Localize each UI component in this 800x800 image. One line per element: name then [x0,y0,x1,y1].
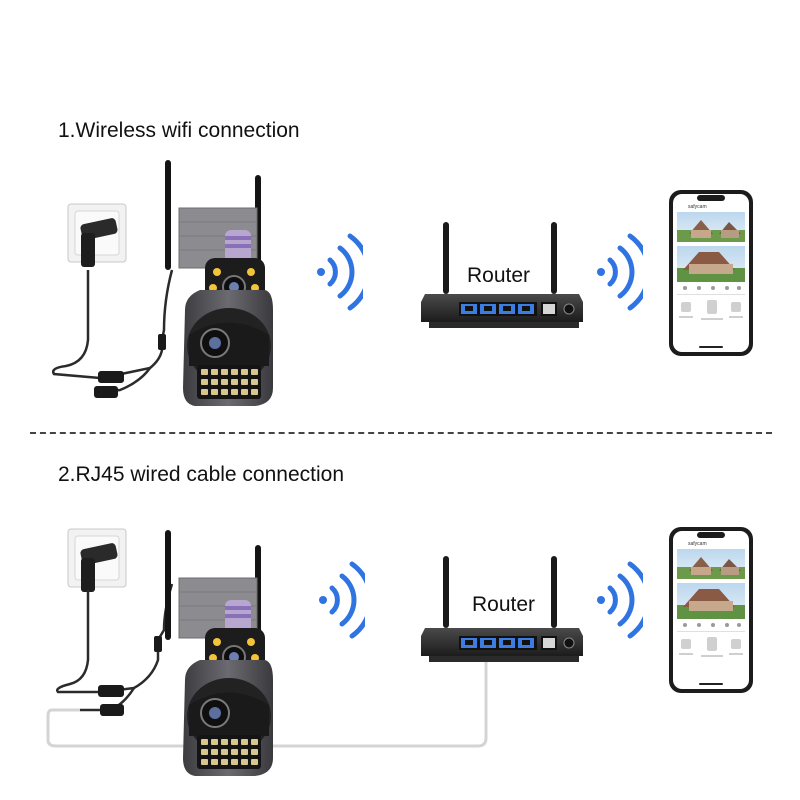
camera-2 [155,530,285,780]
section-title-wireless: 1.Wireless wifi connection [58,119,300,142]
wifi-signal-icon [593,560,643,640]
smartphone-2 [669,527,753,693]
power-cable-1 [52,269,174,398]
phone-app-name: safycam [688,204,707,210]
section-title-wired: 2.RJ45 wired cable connection [58,463,345,486]
wifi-signal-icon [593,232,643,312]
camera-1 [155,160,285,410]
wifi-signal-icon [315,560,365,640]
section-divider [30,432,772,434]
phone-app-name: safycam [688,541,707,547]
router-label: Router [472,593,536,616]
router-label: Router [467,264,531,287]
wifi-signal-icon [313,232,363,312]
smartphone-1 [669,190,753,356]
